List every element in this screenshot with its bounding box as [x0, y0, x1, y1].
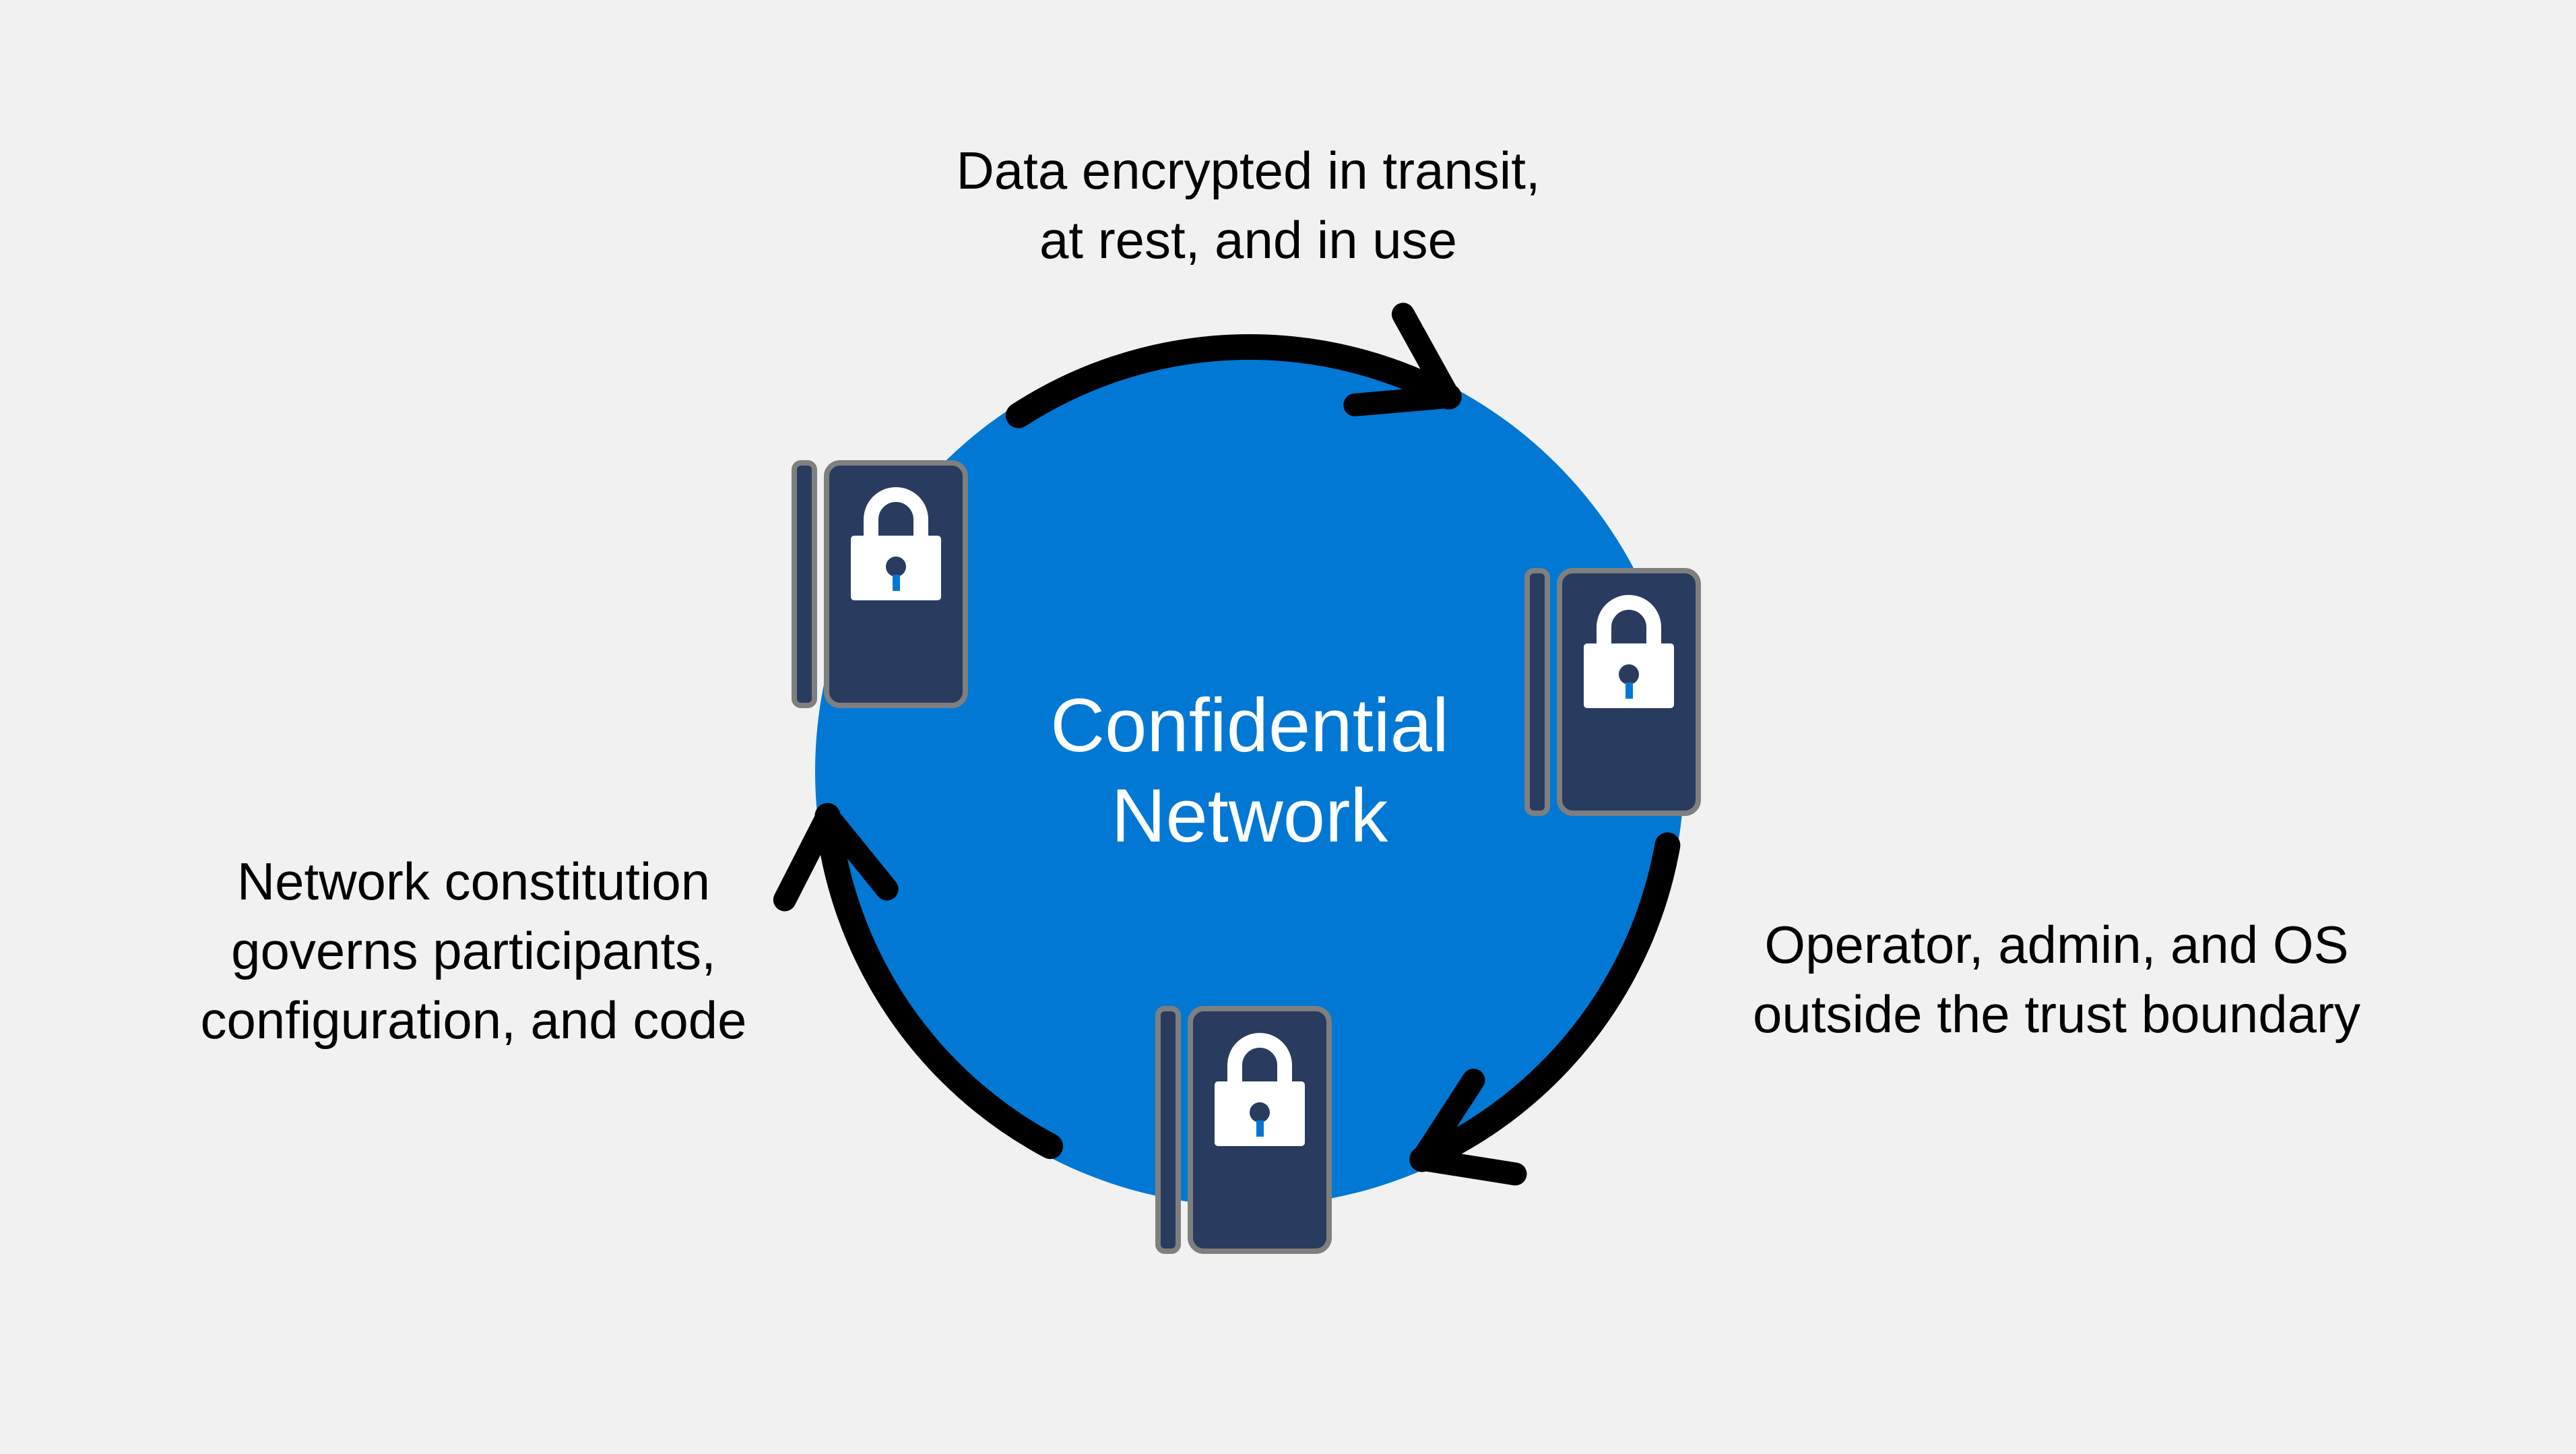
- label-trust-boundary: Operator, admin, and OS outside the trus…: [1619, 910, 2494, 1049]
- label-line: Data encrypted in transit,: [956, 141, 1541, 200]
- flow-arrow-left-arc: [814, 802, 1064, 1160]
- flow-arrow-top-arc: [1005, 334, 1462, 429]
- title-line: Confidential: [1050, 683, 1449, 767]
- label-line: governs participants,: [231, 921, 716, 980]
- confidential-network-circle: [815, 337, 1684, 1206]
- label-line: configuration, and code: [200, 990, 747, 1050]
- label-network-constitution: Network constitution governs participant…: [103, 847, 844, 1055]
- flow-arrow-right-arc: [1409, 832, 1681, 1172]
- label-data-encryption: Data encrypted in transit, at rest, and …: [709, 136, 1787, 275]
- label-line: Operator, admin, and OS: [1764, 915, 2349, 974]
- label-line: Network constitution: [236, 852, 711, 911]
- diagram-title-confidential-network: Confidential Network: [778, 681, 1721, 861]
- flow-arrow-left-arrowhead-icon: [773, 804, 899, 912]
- label-line: at rest, and in use: [1039, 210, 1458, 270]
- label-line: outside the trust boundary: [1753, 984, 2360, 1044]
- flow-arrow-right-arrowhead-icon: [1411, 1069, 1527, 1186]
- ledger-lock-icon-top-left: [794, 463, 965, 705]
- flow-arrow-top-arrowhead-icon: [1343, 303, 1460, 416]
- title-line: Network: [1111, 773, 1388, 858]
